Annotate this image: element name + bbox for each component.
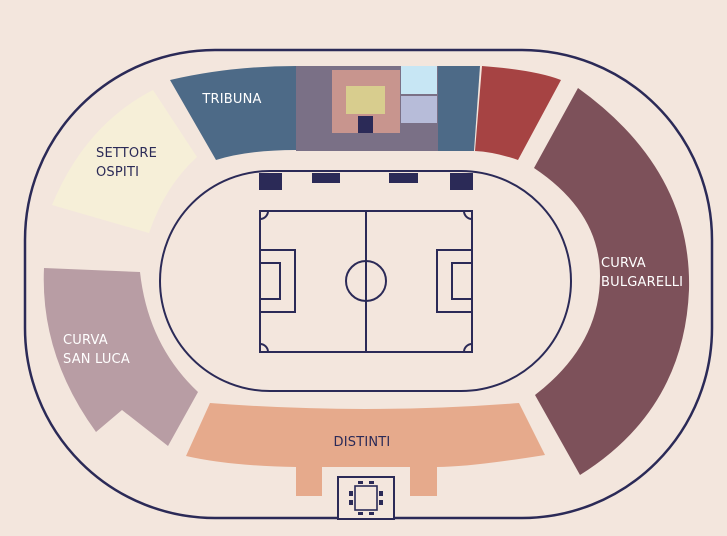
pitch-corner-arc-br bbox=[463, 343, 473, 353]
settore-ospiti-area[interactable] bbox=[52, 90, 197, 233]
pitch-corner-arc-bl bbox=[259, 343, 269, 353]
inner-track-outline bbox=[159, 170, 572, 392]
curva-san-luca-label-line2: SAN LUCA bbox=[63, 352, 130, 367]
entrance-seat-7 bbox=[358, 512, 363, 515]
entrance-table bbox=[354, 485, 378, 511]
tribuna-press-box[interactable] bbox=[401, 66, 437, 94]
pitch-left-goal-area bbox=[259, 262, 281, 300]
entrance-seat-1 bbox=[349, 491, 353, 496]
curva-bulgarelli-label-line2: BULGARELLI bbox=[601, 275, 683, 290]
pitch-right-penalty-area bbox=[436, 249, 473, 313]
sector-tribuna[interactable]: TRIBUNA bbox=[170, 66, 296, 160]
curva-bulgarelli-area[interactable] bbox=[534, 88, 690, 475]
football-pitch bbox=[259, 210, 473, 353]
settore-ospiti-label-line1: SETTORE bbox=[96, 146, 157, 161]
tribuna-west-block[interactable] bbox=[170, 66, 296, 160]
pitch-left-penalty-area bbox=[259, 249, 296, 313]
sector-curva-san-luca[interactable]: CURVA SAN LUCA bbox=[43, 268, 198, 446]
entrance-seat-2 bbox=[349, 500, 353, 505]
entrance-seat-3 bbox=[379, 491, 383, 496]
bench-4 bbox=[450, 173, 473, 190]
entrance-seat-5 bbox=[358, 481, 363, 484]
pitch-corner-arc-tr bbox=[463, 210, 473, 220]
entrance-box-outer bbox=[337, 476, 395, 520]
entrance-seat-6 bbox=[369, 481, 374, 484]
tribuna-east-block[interactable] bbox=[438, 66, 480, 151]
distinti-label: DISTINTI bbox=[334, 435, 391, 450]
pitch-right-goal-area bbox=[451, 262, 473, 300]
curva-san-luca-label-line1: CURVA bbox=[63, 333, 108, 348]
pitch-center-circle bbox=[345, 260, 387, 302]
entrance-seat-8 bbox=[369, 512, 374, 515]
tribuna-red-block[interactable] bbox=[475, 66, 561, 160]
tribuna-label: TRIBUNA bbox=[201, 92, 261, 107]
sector-distinti[interactable]: DISTINTI bbox=[186, 403, 545, 496]
settore-ospiti-label-line2: OSPITI bbox=[96, 165, 139, 180]
pitch-corner-arc-tl bbox=[259, 210, 269, 220]
curva-bulgarelli-label-line1: CURVA bbox=[601, 256, 646, 271]
curva-san-luca-area[interactable] bbox=[43, 268, 198, 446]
sector-curva-bulgarelli[interactable]: CURVA BULGARELLI bbox=[534, 88, 690, 475]
distinti-area[interactable] bbox=[186, 403, 545, 496]
entrance-seat-4 bbox=[379, 500, 383, 505]
tribuna-central-block[interactable] bbox=[296, 66, 438, 151]
bench-3 bbox=[389, 173, 418, 183]
sector-settore-ospiti[interactable]: SETTORE OSPITI bbox=[52, 90, 197, 233]
tribuna-box-lavender[interactable] bbox=[401, 96, 437, 123]
tribuna-vip-entrance bbox=[358, 116, 373, 133]
bench-1 bbox=[259, 173, 282, 190]
tribuna-vip-inner[interactable] bbox=[346, 86, 385, 114]
main-entrance bbox=[337, 476, 395, 520]
bench-2 bbox=[312, 173, 340, 183]
